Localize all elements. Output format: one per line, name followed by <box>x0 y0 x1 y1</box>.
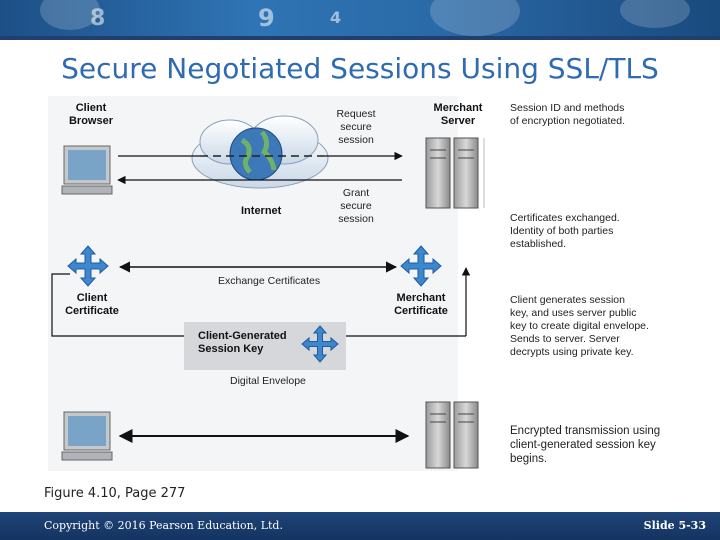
slide-title: Secure Negotiated Sessions Using SSL/TLS <box>61 52 659 85</box>
merchant-certificate-icon <box>400 245 442 287</box>
banner-glow <box>430 0 520 36</box>
ssl-diagram: Client Browser Merchant Server Internet … <box>48 96 672 471</box>
note-certificates-exchanged: Certificates exchanged. Identity of both… <box>510 212 620 250</box>
client-certificate-icon <box>67 245 109 287</box>
merchant-certificate-label: Merchant Certificate <box>394 292 448 317</box>
digital-envelope-label: Digital Envelope <box>230 375 306 387</box>
exchange-certificates-label: Exchange Certificates <box>218 275 321 287</box>
header-rule <box>0 36 720 40</box>
header-banner: 8 9 4 <box>0 0 720 36</box>
banner-glow <box>620 0 690 28</box>
request-label: Request secure session <box>336 108 376 146</box>
session-key-icon <box>301 325 339 363</box>
internet-cloud-icon <box>191 115 329 189</box>
note-encrypted-transmission: Encrypted transmission using client-gene… <box>510 425 661 465</box>
note-session-key-generated: Client generates session key, and uses s… <box>510 294 649 358</box>
copyright-text: Copyright © 2016 Pearson Education, Ltd. <box>44 519 283 532</box>
note-session-negotiated: Session ID and methods of encryption neg… <box>510 102 625 127</box>
merchant-server-icon <box>425 137 485 209</box>
merchant-server-label: Merchant Server <box>433 102 483 127</box>
client-key-flow-arrow <box>51 273 199 341</box>
client-certificate-label: Client Certificate <box>65 292 119 317</box>
slide-number: Slide 5-33 <box>643 519 706 532</box>
internet-label: Internet <box>241 205 282 217</box>
client-monitor-bottom-icon <box>61 411 113 461</box>
banner-decor-9: 9 <box>258 4 275 32</box>
figure-caption: Figure 4.10, Page 277 <box>44 486 186 501</box>
merchant-server-bottom-icon <box>425 401 479 469</box>
client-monitor-icon <box>61 145 113 195</box>
client-browser-label: Client Browser <box>68 102 114 127</box>
diagram-graphics <box>48 96 485 471</box>
grant-label: Grant secure session <box>338 187 374 225</box>
session-key-label: Client-Generated Session Key <box>198 330 287 355</box>
banner-decor-8: 8 <box>90 6 106 31</box>
banner-decor-4: 4 <box>330 8 342 27</box>
footer-bar: Copyright © 2016 Pearson Education, Ltd.… <box>0 512 720 540</box>
